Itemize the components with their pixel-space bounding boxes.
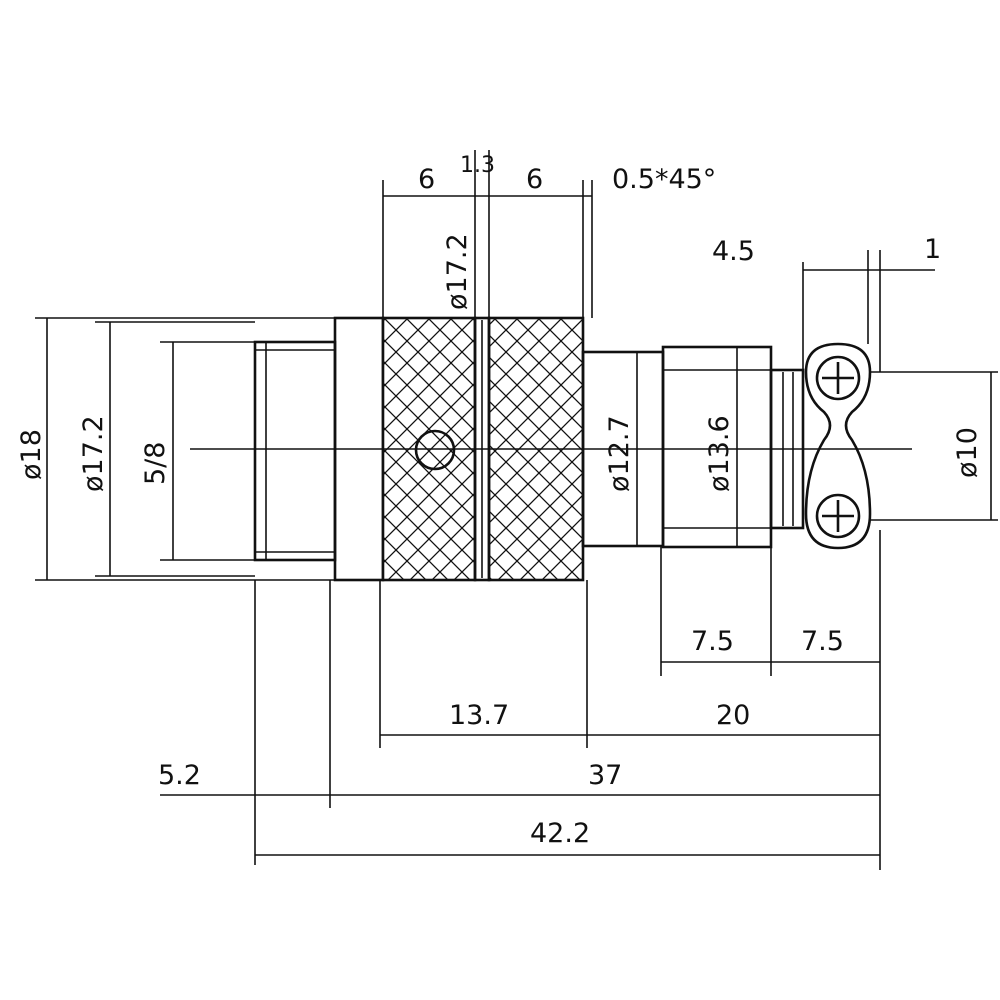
dim-dia-terminal: ø10: [952, 427, 983, 478]
dim-dia-thread: ø17.2: [78, 415, 109, 492]
dim-low-a: 7.5: [691, 626, 734, 657]
dim-len-knurl: 13.7: [449, 700, 509, 731]
dim-top-c: 6: [526, 164, 543, 195]
dim-len-total: 42.2: [530, 818, 590, 849]
dim-len-left: 5.2: [158, 760, 201, 791]
dim-dia-body: ø13.6: [704, 415, 735, 492]
dim-thread: 5/8: [140, 442, 171, 485]
center-mark-icon: [414, 429, 456, 471]
dim-dia-neck: ø12.7: [604, 415, 635, 492]
dimension-labels: 6 1.3 6 0.5*45° ø17.2 4.5 1 ø18 ø17.2 5/…: [16, 153, 983, 849]
extension-lines: [35, 150, 881, 870]
screw-top-icon: [815, 355, 861, 401]
solder-lug: [804, 342, 872, 550]
dim-top-b: 1.3: [460, 153, 495, 178]
dim-right-a: 4.5: [712, 236, 755, 267]
dim-low-b: 7.5: [801, 626, 844, 657]
dim-top-a: 6: [418, 164, 435, 195]
dim-len-body: 37: [588, 760, 622, 791]
dim-chamfer: 0.5*45°: [612, 164, 716, 195]
thread-section: [253, 340, 337, 562]
dim-right-b: 1: [924, 234, 941, 265]
dim-len-rear: 20: [716, 700, 750, 731]
dimension-lines: [46, 195, 992, 856]
screw-bottom-icon: [815, 493, 861, 539]
dim-dia-top: ø17.2: [442, 233, 473, 310]
dim-dia-outer: ø18: [16, 429, 47, 480]
